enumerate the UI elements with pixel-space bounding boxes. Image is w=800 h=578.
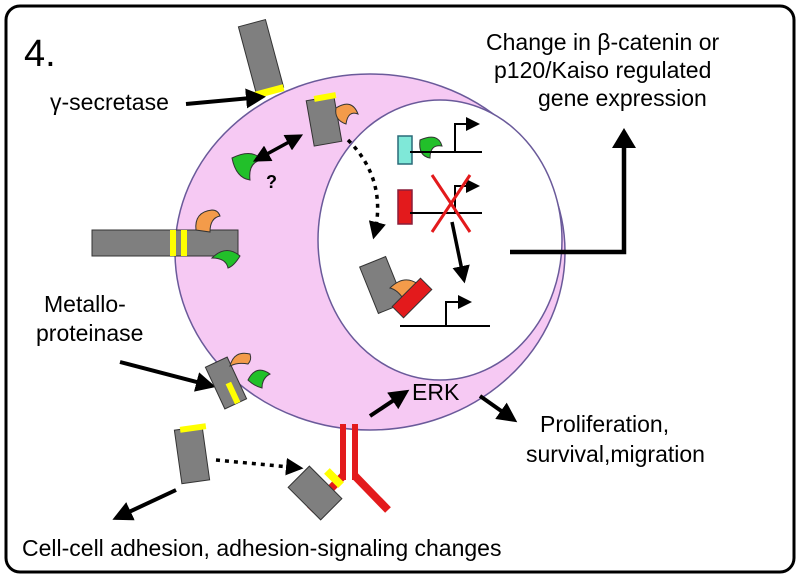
gene-active-2 [400, 295, 490, 327]
gene-text-line2: p120/Kaiso regulated [494, 57, 711, 83]
adhesion-arrow [112, 488, 177, 521]
gamma-secretase-arrow [185, 88, 266, 109]
receptor-left [91, 209, 241, 269]
derepression-arrow [450, 221, 470, 284]
erk-activation-arrow [368, 389, 410, 418]
cleaved-fragment [305, 92, 359, 147]
receptor-bottom-membrane [204, 352, 271, 410]
gamma-secretase-label: γ-secretase [50, 89, 169, 115]
gene-active-1 [397, 117, 482, 165]
shed-receptor-bound [287, 465, 344, 521]
question-mark: ? [266, 172, 277, 192]
adhesion-text: Cell-cell adhesion, adhesion-signaling c… [22, 535, 501, 561]
gene-text-line3: gene expression [538, 85, 707, 111]
metalloproteinase-line2: proteinase [36, 320, 143, 346]
translocation-dotted-arrow [346, 138, 386, 240]
prolif-line2: survival,migration [526, 441, 705, 467]
gene-expression-arrow [510, 142, 627, 255]
gene-text-line1: Change in β-catenin or [486, 29, 719, 55]
erk-label: ERK [412, 379, 460, 405]
shed-ectodomain [173, 423, 211, 485]
exchange-arrow [252, 134, 304, 162]
erk-output-arrow [478, 394, 518, 423]
metalloproteinase-line1: Metallo- [44, 291, 126, 317]
panel-number: 4. [24, 33, 56, 75]
gene-expression-arrowhead [612, 128, 636, 148]
metalloproteinase-arrow [119, 360, 216, 392]
prolif-line1: Proliferation, [540, 411, 669, 437]
nuclear-complex [359, 255, 433, 319]
gene-repressed [397, 174, 482, 233]
